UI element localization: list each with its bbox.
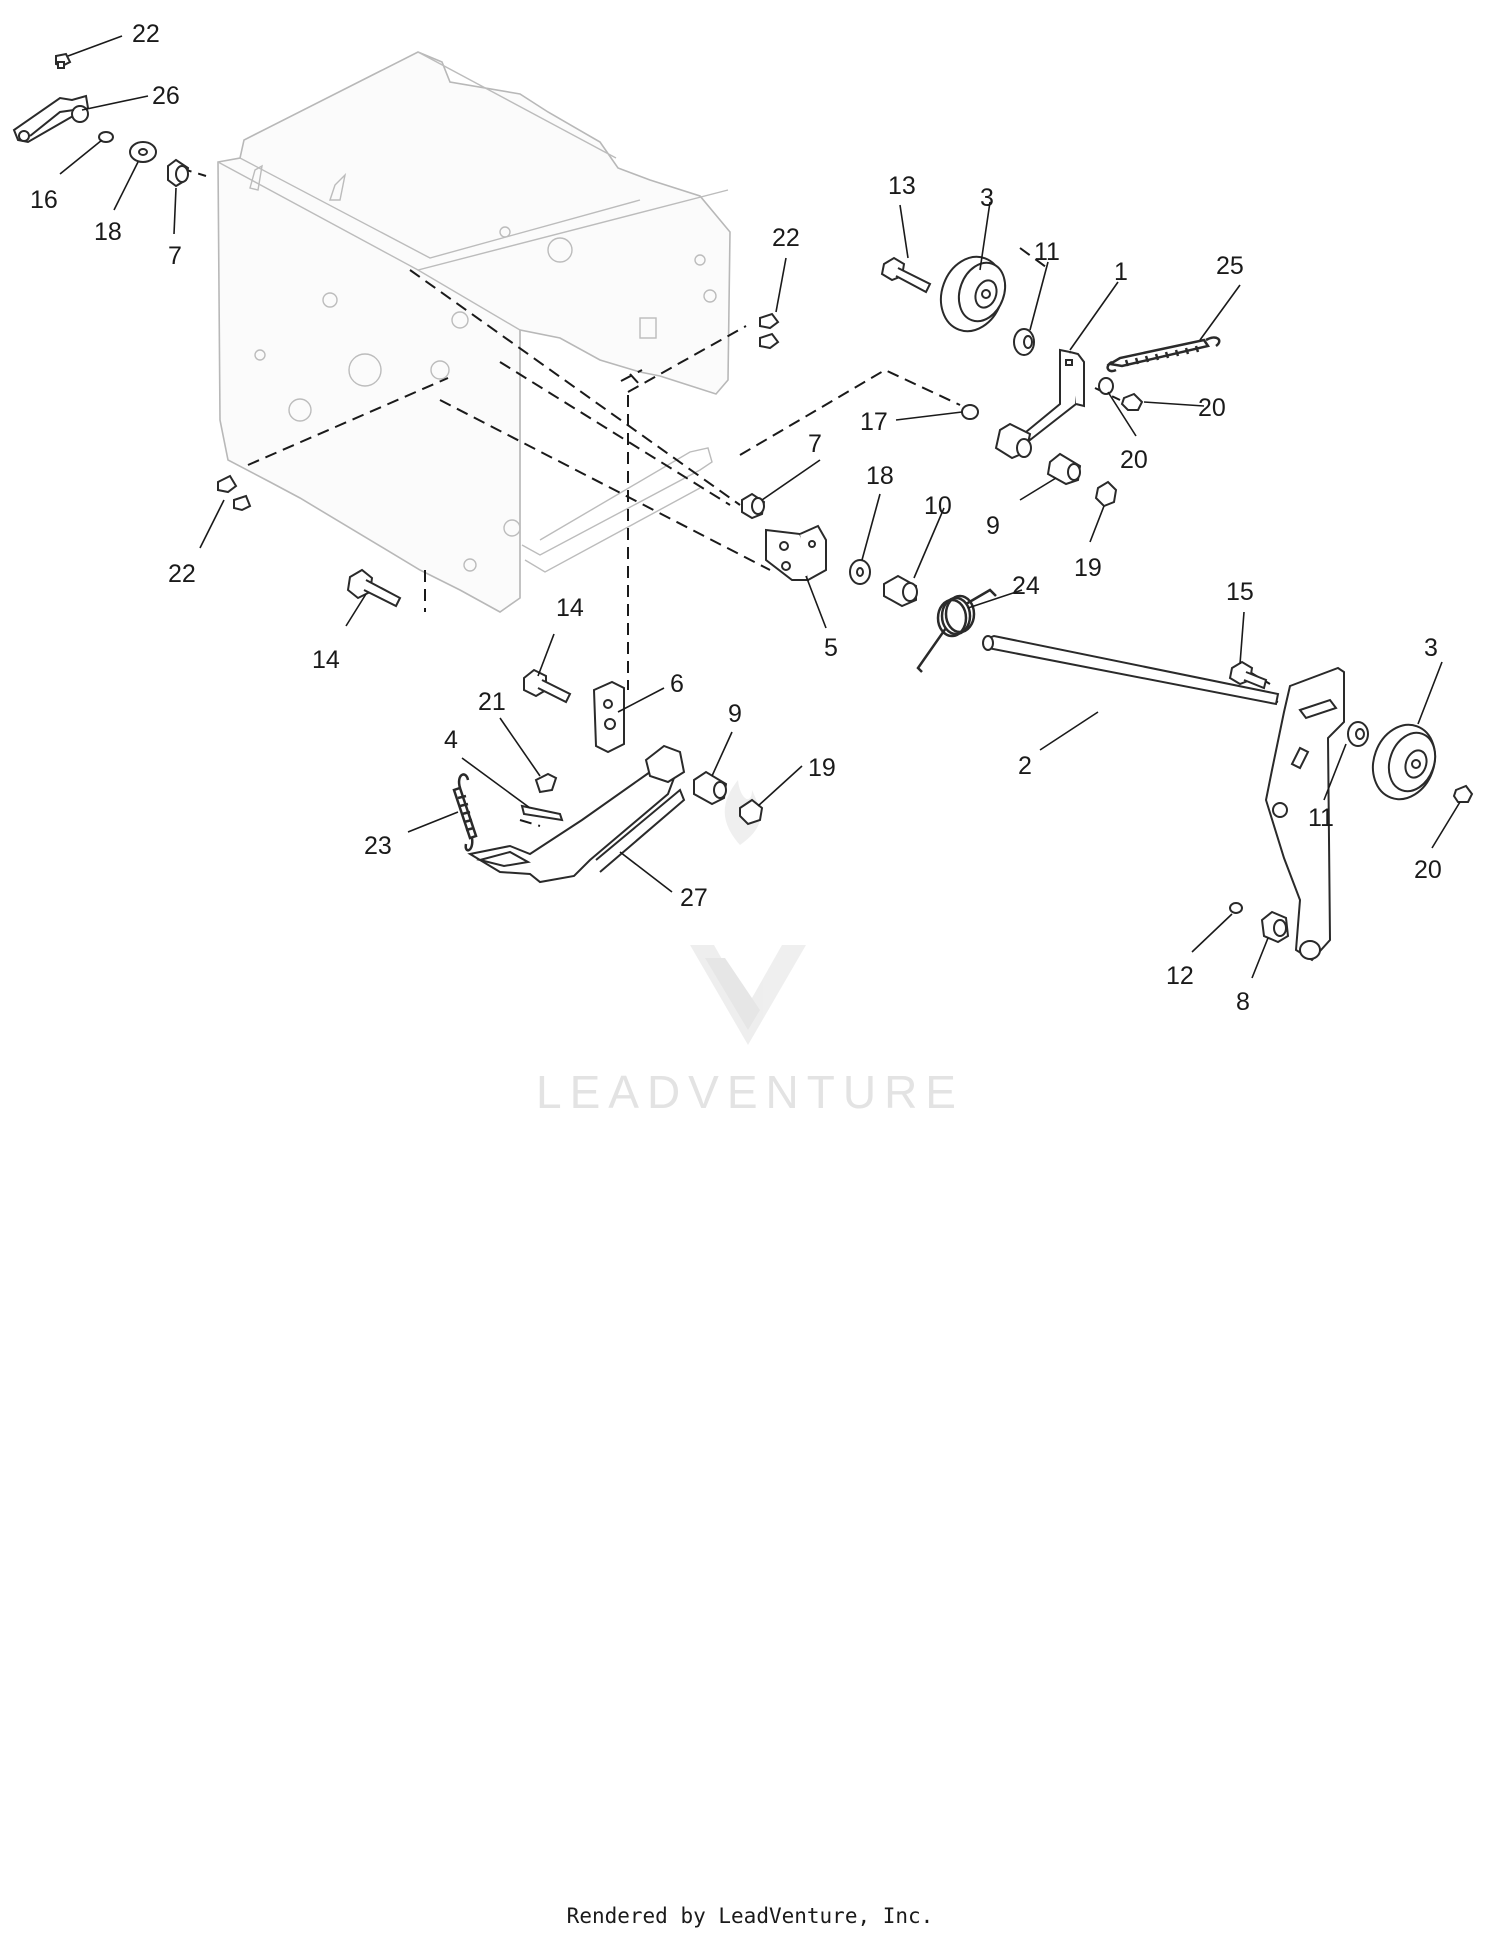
spring-part-23 (452, 773, 478, 852)
callout-13: 13 (888, 172, 916, 200)
lever-arm-part-26 (12, 94, 90, 144)
callout-7: 7 (168, 242, 182, 270)
callout-6: 6 (670, 670, 684, 698)
nut-part-19-upper (1094, 480, 1118, 508)
spring-part-25 (1106, 336, 1221, 373)
bearing-part-11-lower (1347, 721, 1369, 747)
leader-lines (59, 35, 1461, 979)
bushing-part-7-left (167, 158, 190, 188)
shaft-part-2 (982, 634, 1345, 962)
callout-26: 26 (152, 82, 180, 110)
callout-22: 22 (772, 224, 800, 252)
callout-3: 3 (1424, 634, 1438, 662)
bolt-part-13 (880, 256, 932, 294)
callout-12: 12 (1166, 962, 1194, 990)
bushing-part-7-center (741, 492, 766, 520)
nuts-part-20-upper (1098, 377, 1144, 411)
bearing-part-11-upper (1013, 328, 1035, 356)
callout-18: 18 (866, 462, 894, 490)
bolts-part-22-right (759, 312, 780, 350)
callout-4: 4 (444, 726, 458, 754)
washer-part-18 (129, 141, 157, 163)
callout-19: 19 (808, 754, 836, 782)
washer-part-12 (1229, 902, 1243, 914)
callout-labels: 22 26 16 18 7 13 3 11 1 25 22 17 20 7 20… (30, 20, 1442, 1016)
nut-part-19-lower (739, 798, 764, 826)
watermark-text: LEADVENTURE (536, 1066, 964, 1118)
idler-arm-part-1 (994, 348, 1085, 460)
callout-8: 8 (1236, 988, 1250, 1016)
callout-11: 11 (1308, 804, 1334, 832)
callout-20: 20 (1198, 394, 1226, 422)
callout-25: 25 (1216, 252, 1244, 280)
callout-23: 23 (364, 832, 392, 860)
bolts-part-22-left (217, 474, 252, 512)
callout-14: 14 (312, 646, 340, 674)
callout-7: 7 (808, 430, 822, 458)
footer-credit: Rendered by LeadVenture, Inc. (566, 1904, 934, 1928)
callout-3: 3 (980, 184, 994, 212)
callout-19: 19 (1074, 554, 1102, 582)
callout-18: 18 (94, 218, 122, 246)
callout-2: 2 (1018, 752, 1032, 780)
bolt-part-15 (1228, 660, 1268, 690)
nut-part-20-lower (1452, 784, 1474, 803)
washer-part-16 (98, 131, 114, 143)
clip-part-21 (534, 772, 558, 794)
pulley-part-3-lower (1371, 723, 1437, 801)
callout-24: 24 (1012, 572, 1040, 600)
callout-15: 15 (1226, 578, 1254, 606)
callout-17: 17 (860, 408, 888, 436)
pulley-part-3-upper (939, 255, 1007, 333)
callout-20: 20 (1120, 446, 1148, 474)
washer-part-17 (961, 404, 979, 420)
spacer-part-9-lower (693, 770, 728, 806)
callout-16: 16 (30, 186, 58, 214)
callout-9: 9 (728, 700, 742, 728)
washer-part-18-center (849, 559, 871, 585)
roller-part-8 (1260, 910, 1290, 944)
callout-9: 9 (986, 512, 1000, 540)
bolt-part-14-left (346, 568, 402, 608)
bolt-part-14-center (523, 668, 572, 704)
callout-22: 22 (168, 560, 196, 588)
callout-1: 1 (1114, 258, 1128, 286)
pin-part-4 (520, 804, 564, 822)
callout-5: 5 (824, 634, 838, 662)
torsion-spring-part-24 (916, 588, 997, 673)
callout-10: 10 (924, 492, 952, 520)
callout-22: 22 (132, 20, 160, 48)
pedal-part-27 (467, 744, 686, 884)
chassis-frame (217, 51, 731, 613)
callout-20: 20 (1414, 856, 1442, 884)
callout-21: 21 (478, 688, 506, 716)
bushing-part-10 (883, 574, 918, 608)
callout-14: 14 (556, 594, 584, 622)
plate-part-6 (592, 680, 625, 754)
spacer-part-9-upper (1046, 452, 1082, 486)
bolt-part-22-top (55, 52, 72, 69)
callout-27: 27 (680, 884, 708, 912)
bracket-part-5 (765, 524, 827, 581)
callout-11: 11 (1034, 238, 1060, 266)
